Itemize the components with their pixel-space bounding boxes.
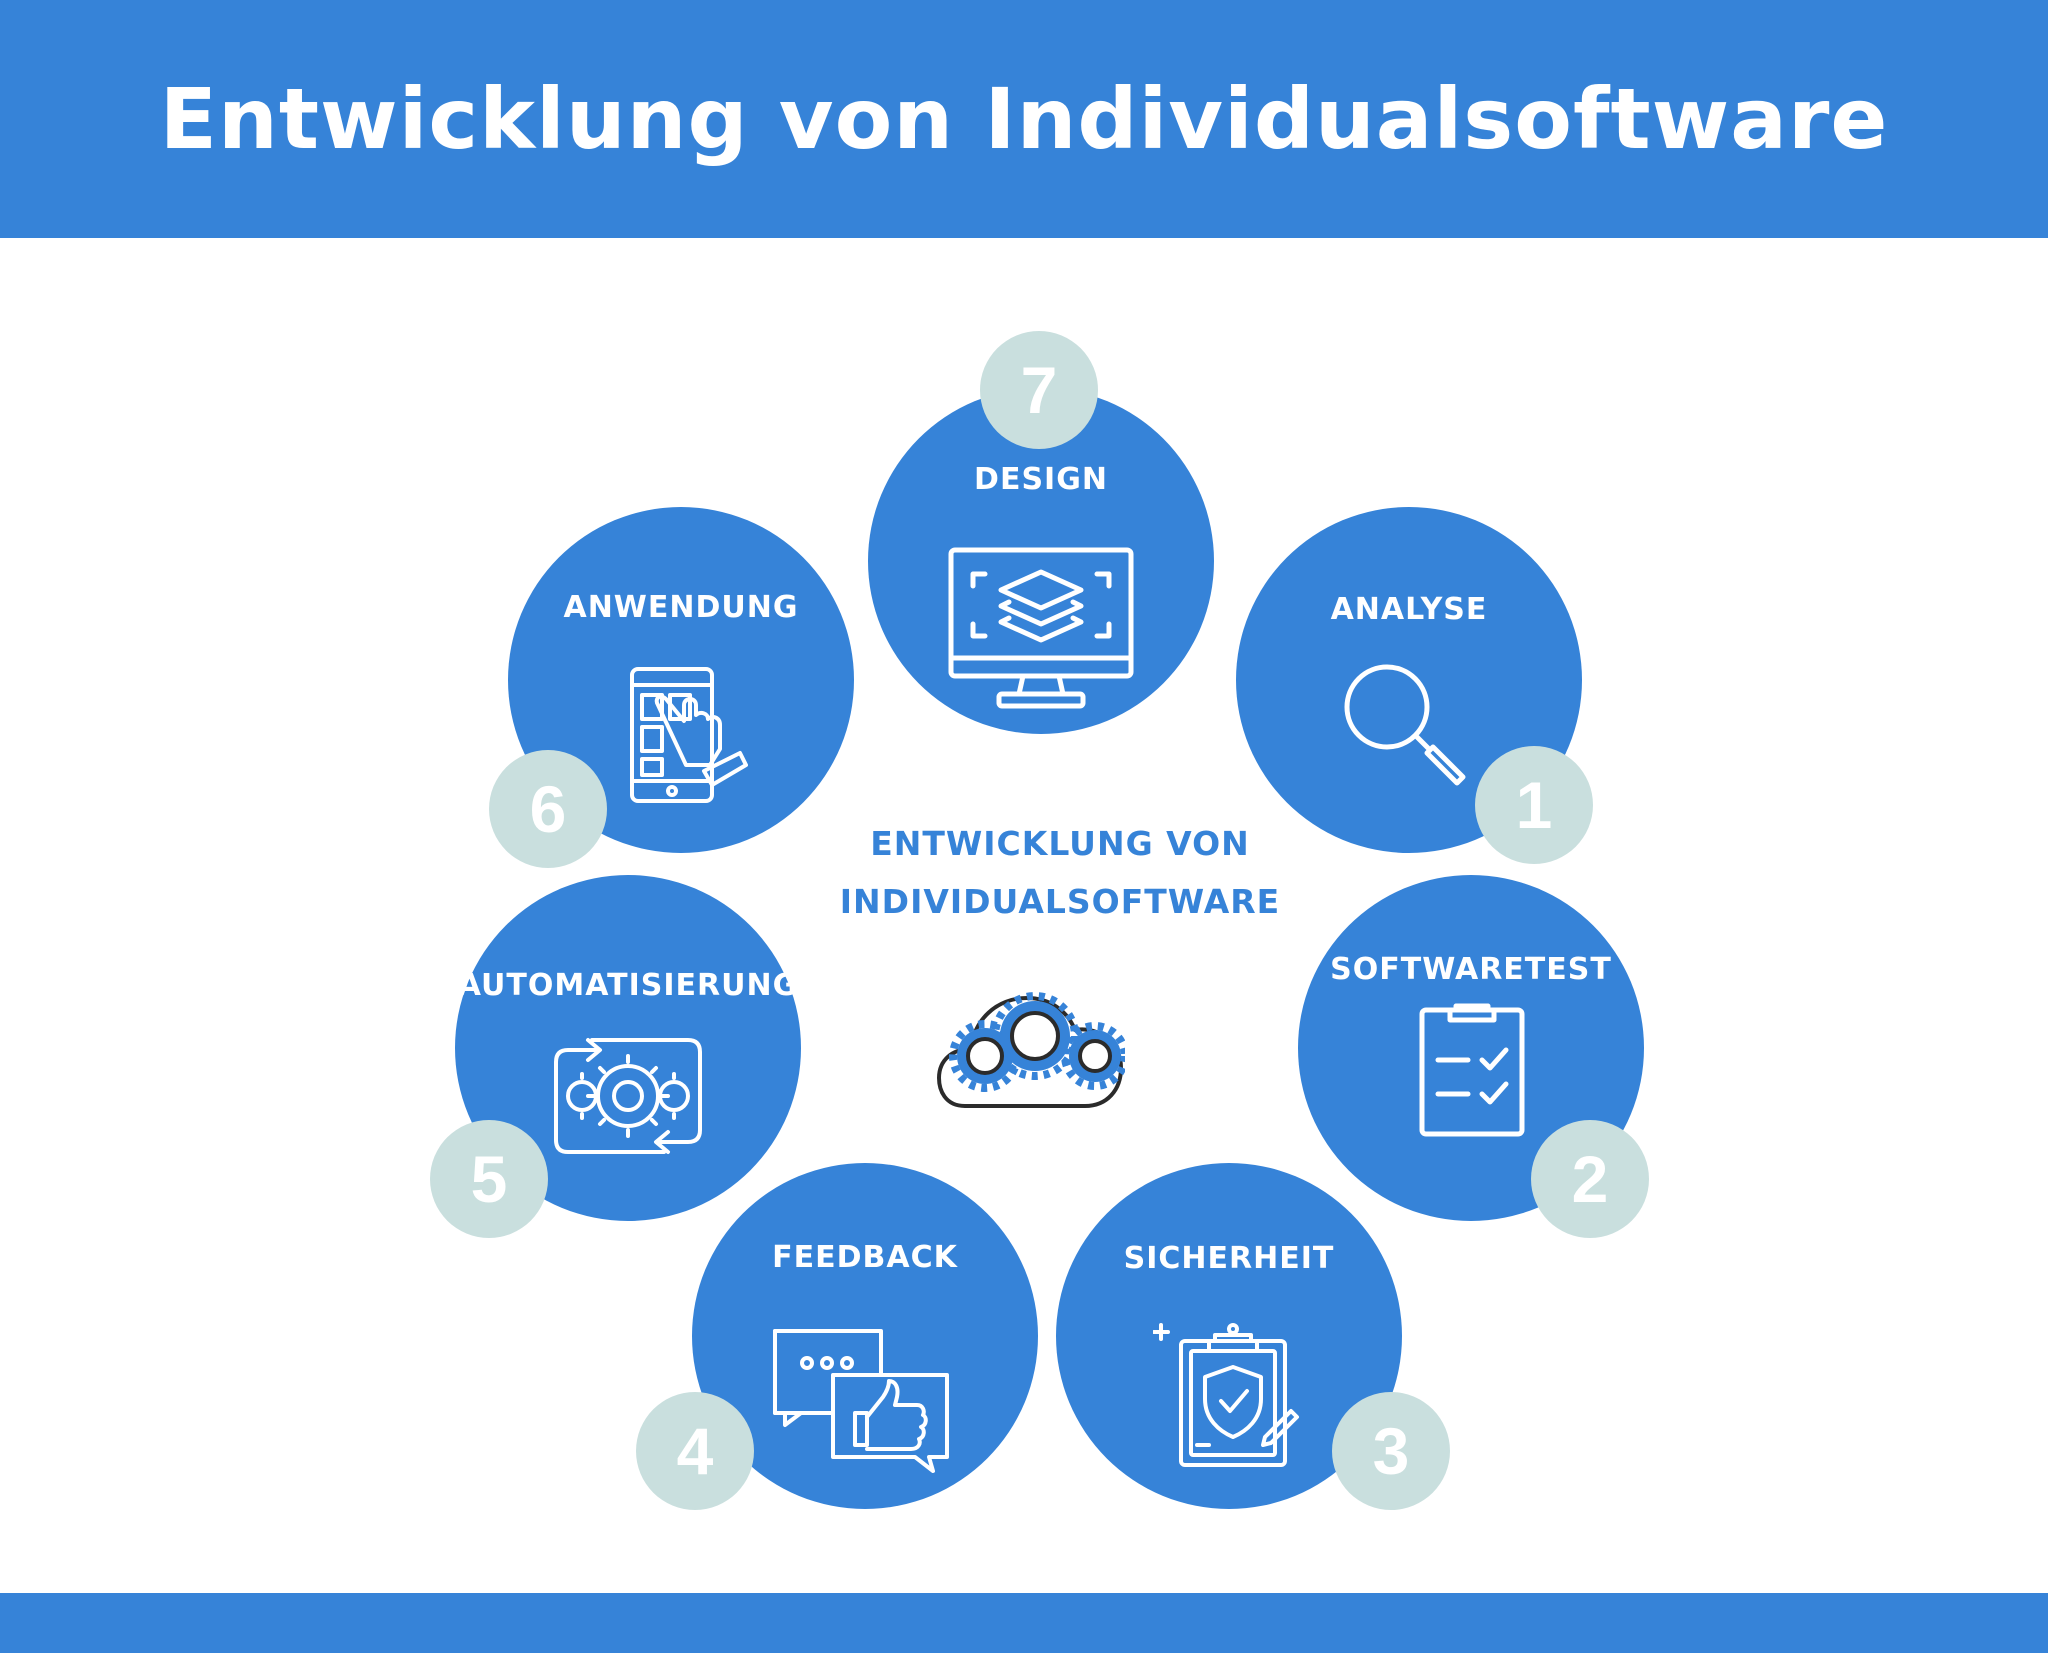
step-number-5: 5 [430,1120,548,1238]
page-title: Entwicklung von Individualsoftware [159,70,1889,168]
step-label: DESIGN [974,462,1108,497]
magnifier-icon [1344,664,1466,786]
chat-thumbs-up-icon [773,1329,949,1473]
header-banner: Entwicklung von Individualsoftware [0,0,2048,238]
step-number-3: 3 [1332,1392,1450,1510]
step-number-4: 4 [636,1392,754,1510]
step-automatisierung[interactable]: AUTOMATISIERUNG [455,875,801,1221]
step-number-7: 7 [980,331,1098,449]
footer-banner [0,1593,2048,1653]
gears-cycle-icon [554,1038,702,1154]
step-label: SICHERHEIT [1123,1241,1335,1276]
center-title-line2: INDIVIDUALSOFTWARE [839,882,1281,921]
step-label: AUTOMATISIERUNG [457,968,799,1003]
step-label: FEEDBACK [772,1240,958,1275]
center-title: ENTWICKLUNG VON INDIVIDUALSOFTWARE [800,815,1320,931]
step-number-6: 6 [489,750,607,868]
clipboard-shield-icon [1153,1323,1299,1467]
step-label: SOFTWARETEST [1330,952,1612,987]
cloud-gears-icon [937,992,1125,1108]
clipboard-checklist-icon [1419,1003,1525,1137]
phone-touch-icon [630,667,748,803]
step-number-1: 1 [1475,746,1593,864]
step-label: ANALYSE [1330,592,1488,627]
step-number-2: 2 [1531,1120,1649,1238]
monitor-layers-icon [948,547,1134,709]
step-label: ANWENDUNG [563,590,799,625]
center-title-line1: ENTWICKLUNG VON [870,824,1250,863]
step-sicherheit[interactable]: SICHERHEIT [1056,1163,1402,1509]
